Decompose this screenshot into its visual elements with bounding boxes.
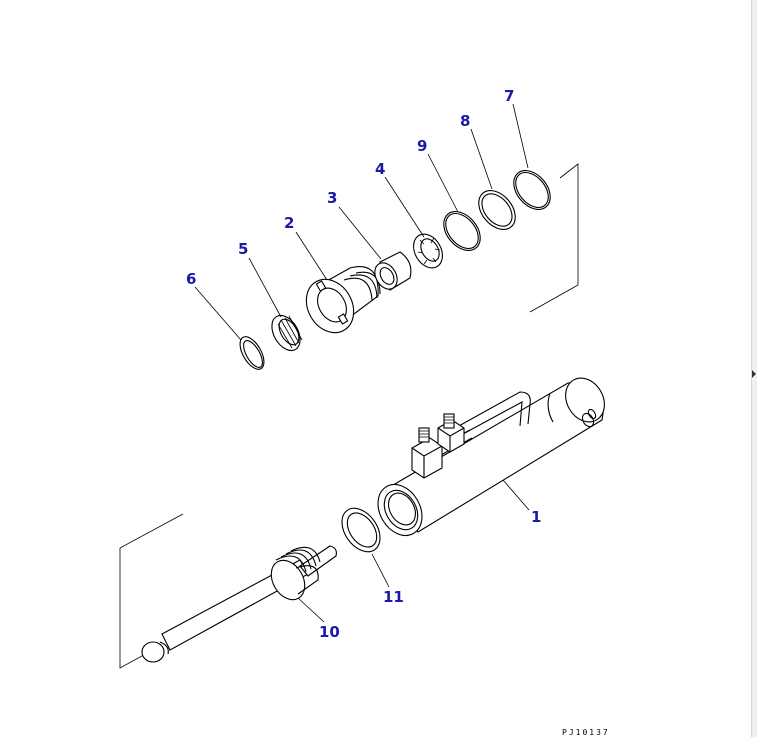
vertical-scrollbar[interactable]: [751, 0, 757, 737]
part-2-gland: [305, 266, 381, 334]
part-4-buffer-ring: [413, 233, 443, 269]
callout-10: 10: [319, 623, 340, 641]
part-1-cylinder-tube: [377, 377, 605, 536]
part-11-seal-ring: [341, 507, 381, 553]
callout-11: 11: [383, 588, 404, 606]
leader-lines: [194, 103, 530, 623]
scroll-right-arrow-icon[interactable]: [752, 370, 756, 378]
lower-left-bracket: [119, 513, 184, 669]
callout-6: 6: [186, 270, 196, 288]
part-8-backup-ring: [478, 190, 516, 230]
part-7-o-ring: [513, 170, 551, 210]
part-3-bushing: [374, 251, 412, 291]
part-5-wiper-seal: [271, 314, 303, 352]
part-9-o-ring: [443, 211, 481, 251]
callout-7: 7: [504, 87, 514, 105]
callout-5: 5: [238, 240, 248, 258]
part-6-snap-ring: [239, 336, 265, 370]
callout-1: 1: [531, 508, 541, 526]
callout-4: 4: [375, 160, 385, 178]
callout-2: 2: [284, 214, 294, 232]
part-10-piston-rod: [141, 545, 337, 663]
callout-9: 9: [417, 137, 427, 155]
drawing-code: PJ10137: [562, 728, 610, 737]
callout-labels: 1 2 3 4 5 6 7 8 9 10 11: [186, 87, 541, 641]
callout-8: 8: [460, 112, 470, 130]
callout-3: 3: [327, 189, 337, 207]
upper-right-bracket: [529, 163, 579, 313]
